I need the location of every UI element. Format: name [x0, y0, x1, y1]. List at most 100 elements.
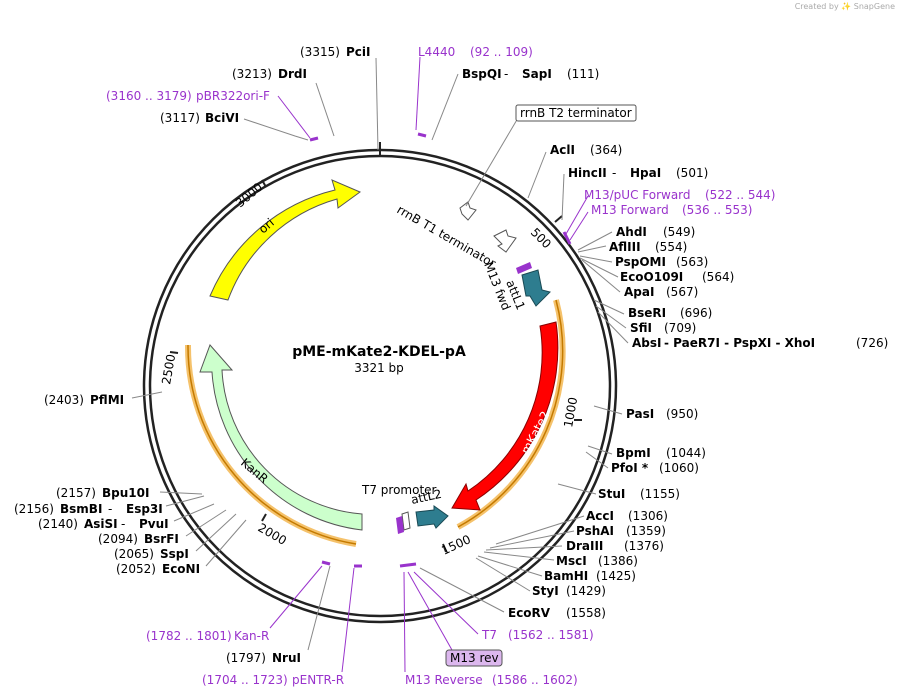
pentr-name: pENTR-R [292, 673, 344, 687]
bpu10i-name: Bpu10I [102, 486, 149, 500]
l4440-name: L4440 [418, 45, 455, 59]
pasi-leader [593, 405, 623, 415]
kanr-name: Kan-R [234, 629, 269, 643]
site-bpu10i: (2157) Bpu10I [56, 486, 149, 500]
site-ecorv: EcoRV (1558) [508, 606, 606, 620]
pentr-range: (1704 .. 1723) [202, 673, 288, 687]
m13r-leader [403, 571, 406, 673]
site-draiii: DraIII (1376) [566, 539, 664, 553]
pcii-name: PciI [346, 45, 371, 59]
site-bpmi: BpmI (1044) [616, 446, 706, 460]
acli-pos: (364) [590, 143, 622, 157]
m13r-name: M13 Reverse [405, 673, 483, 687]
absi-pos: (726) [856, 336, 888, 350]
bspqi-leader [431, 73, 459, 141]
ecoo109i-pos: (564) [702, 270, 734, 284]
ecorv-leader [419, 567, 505, 613]
drdi-leader [315, 82, 335, 137]
absi-rest: - PaeR7I - PspXI - XhoI [664, 336, 815, 350]
afliii-name: AflIII [609, 240, 641, 254]
primer-pbr322: (3160 .. 3179) pBR322ori-F [106, 89, 270, 103]
hincii-name2: HpaI [630, 166, 661, 180]
pfoi-leader [585, 451, 609, 469]
bsrfi-leader [185, 509, 227, 537]
attl2-feature [415, 505, 449, 529]
acci-name: AccI [586, 509, 614, 523]
pspomi-leader [579, 255, 613, 263]
pfoi-pos: (1060) [659, 461, 699, 475]
draiii-leader [485, 545, 563, 551]
site-msci: MscI (1386) [556, 554, 638, 568]
pasi-pos: (950) [666, 407, 698, 421]
styi-name: StyI [532, 584, 559, 598]
econi-leader [205, 519, 247, 567]
hincii-pos: (501) [676, 166, 708, 180]
site-stui: StuI (1155) [598, 487, 680, 501]
bsrfi-pos: (2094) [98, 532, 138, 546]
site-drdi: (3213) DrdI [232, 67, 307, 81]
pasi-name: PasI [626, 407, 654, 421]
site-bcivi: (3117) BciVI [160, 111, 239, 125]
pspomi-pos: (563) [676, 255, 708, 269]
site-pcii: (3315) PciI [300, 45, 371, 59]
bsrfi-name: BsrFI [144, 532, 179, 546]
kanr-range: (1782 .. 1801) [146, 629, 232, 643]
msci-pos: (1386) [598, 554, 638, 568]
pbr322-leader [277, 95, 311, 139]
bsmbi-sep: - [108, 502, 112, 516]
primer-m13r: M13 Reverse (1586 .. 1602) [405, 673, 578, 687]
tick-500 [554, 215, 563, 223]
t7-promoter-feature [401, 511, 411, 531]
sfii-name: SfiI [630, 321, 652, 335]
bsmbi-name2: Esp3I [126, 502, 163, 516]
ecoo109i-leader [579, 257, 619, 278]
site-pshai: PshAI (1359) [576, 524, 666, 538]
m13f-name: M13 Forward [591, 203, 669, 217]
pbr322-mark [309, 136, 319, 142]
bspqi-name2: SapI [522, 67, 552, 81]
primer-l4440: L4440 (92 .. 109) [418, 45, 533, 59]
site-asisi: (2140) AsiSI - PvuI [38, 517, 169, 531]
site-sfii: SfiI (709) [630, 321, 696, 335]
primer-kanr: (1782 .. 1801) Kan-R [146, 629, 269, 643]
tick-label-2500: 2500 [159, 353, 178, 386]
apai-pos: (567) [666, 285, 698, 299]
bseri-name: BseRI [628, 306, 666, 320]
pcii-pos: (3315) [300, 45, 340, 59]
asisi-pos: (2140) [38, 517, 78, 531]
t7-leader [413, 571, 479, 635]
m13r-mark [399, 562, 417, 568]
tick-label-3000: 3000 [233, 180, 265, 210]
kanr-primer-mark [321, 560, 331, 566]
bpu10i-leader [159, 491, 203, 495]
primer-pentr: (1704 .. 1723) pENTR-R [202, 673, 344, 687]
pflmi-leader [131, 391, 163, 399]
t7-range: (1562 .. 1581) [508, 628, 594, 642]
tick-3000 [261, 179, 267, 188]
pentr-leader [341, 567, 355, 673]
rrnb-t2-feature [459, 201, 477, 221]
m13r-range: (1586 .. 1602) [492, 673, 578, 687]
l4440-range: (92 .. 109) [470, 45, 533, 59]
absi-name: AbsI [632, 336, 661, 350]
bamhi-pos: (1425) [596, 569, 636, 583]
pflmi-pos: (2403) [44, 393, 84, 407]
tick-label-1500: 1500 [439, 532, 473, 558]
m13rev-small-feature [396, 516, 404, 534]
bspqi-pos: (111) [567, 67, 599, 81]
sspi-pos: (2065) [114, 547, 154, 561]
ahdi-pos: (549) [663, 225, 695, 239]
bcivi-leader [243, 118, 309, 141]
tick-label-500: 500 [528, 225, 554, 251]
asisi-name2: PvuI [139, 517, 169, 531]
sfii-pos: (709) [664, 321, 696, 335]
acli-name: AclI [550, 143, 575, 157]
site-econi: (2052) EcoNI [116, 562, 200, 576]
drdi-name: DrdI [278, 67, 307, 81]
ahdi-name: AhdI [616, 225, 647, 239]
plasmid-size: 3321 bp [354, 361, 404, 375]
site-pflmi: (2403) PflMI [44, 393, 124, 407]
m13f-range: (536 .. 553) [682, 203, 752, 217]
hincii-name: HincII [568, 166, 607, 180]
